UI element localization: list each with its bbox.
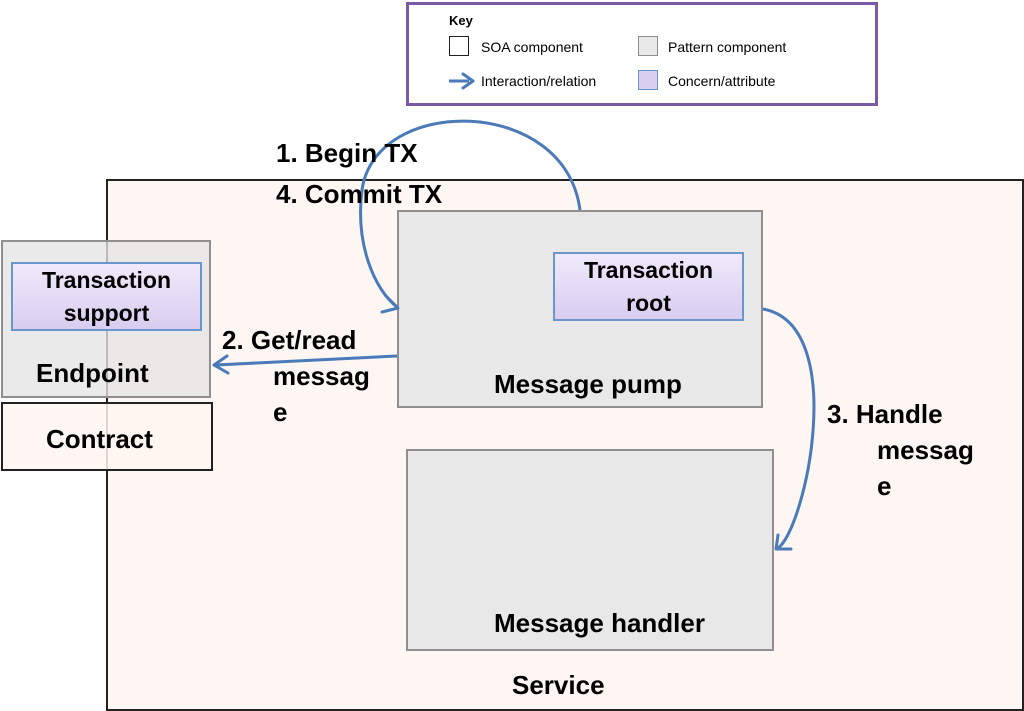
step-handle-line-1: 3. Handle <box>827 399 943 429</box>
step-handle-line-2: messag <box>877 435 974 465</box>
pattern-component-swatch <box>638 36 658 56</box>
transaction-root-line-2: root <box>626 290 671 316</box>
transaction-support-box: Transaction support <box>11 262 202 331</box>
key-label-pattern-component: Pattern component <box>668 39 787 55</box>
transaction-support-line-2: support <box>63 300 150 326</box>
key-label-interaction-relation: Interaction/relation <box>481 73 597 89</box>
step-commit-tx: 4. Commit TX <box>276 179 443 209</box>
get-read-arrow <box>215 354 398 367</box>
transaction-root-line-1: Transaction <box>583 257 714 283</box>
key-legend: Key SOA component Pattern component Inte… <box>406 2 878 106</box>
message-pump-label: Message pump <box>494 369 682 399</box>
message-handler-box <box>406 449 774 651</box>
step-begin-tx: 1. Begin TX <box>276 138 418 168</box>
concern-attribute-swatch <box>638 70 658 90</box>
step-get-read-line-2: messag <box>273 361 370 391</box>
handle-message-arrow <box>762 307 816 550</box>
endpoint-label: Endpoint <box>36 358 149 388</box>
key-title: Key <box>449 13 473 28</box>
key-label-concern-attribute: Concern/attribute <box>668 73 776 89</box>
message-handler-label: Message handler <box>494 608 705 638</box>
step-handle-line-3: e <box>877 471 892 501</box>
step-get-read-line-3: e <box>273 397 288 427</box>
transaction-root-box: Transaction root <box>553 252 744 321</box>
arrow-icon <box>449 72 475 90</box>
key-label-soa-component: SOA component <box>481 39 583 55</box>
soa-component-swatch <box>449 36 469 56</box>
step-get-read-line-1: 2. Get/read <box>222 325 357 355</box>
contract-label: Contract <box>46 424 153 454</box>
begin-commit-arrow <box>359 119 582 309</box>
transaction-support-line-1: Transaction <box>41 267 172 293</box>
service-label: Service <box>512 670 605 700</box>
contract-box <box>1 402 213 471</box>
